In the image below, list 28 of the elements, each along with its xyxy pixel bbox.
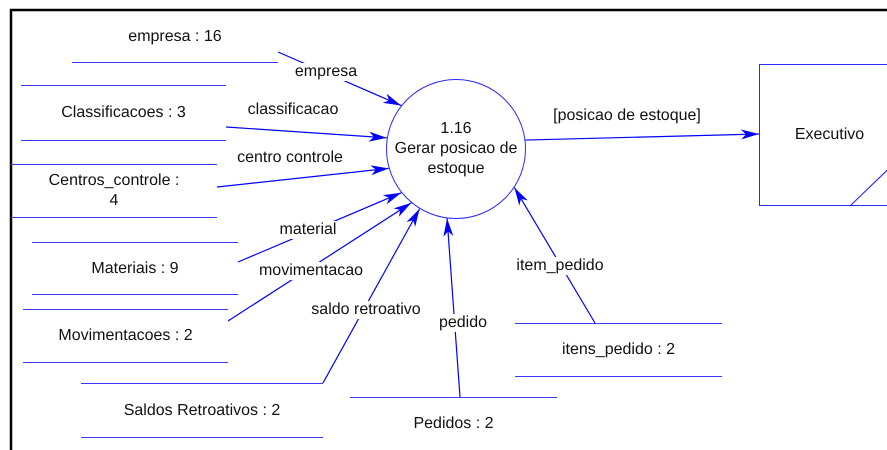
data-store	[21, 85, 226, 141]
edge-label: [posicao de estoque]	[551, 107, 703, 125]
arrow	[322, 208, 420, 384]
data-store	[81, 383, 323, 438]
node-label: Executivo	[794, 125, 866, 145]
edge-label: material	[278, 221, 338, 239]
data-store	[32, 242, 238, 295]
edge-label: item_pedido	[514, 257, 606, 275]
node-label: Classificacoes : 3	[60, 103, 187, 123]
node-label: 1.16	[439, 119, 473, 139]
node-label: Movimentacoes : 2	[57, 326, 194, 346]
data-store	[515, 323, 722, 377]
data-store	[11, 164, 217, 218]
node-label: empresa : 16	[127, 27, 223, 47]
node-label: Gerar posicao de estoque	[394, 139, 518, 179]
node-label: Centros_controle : 4	[48, 171, 180, 211]
arrow	[443, 218, 461, 398]
external-entity-box	[759, 64, 887, 206]
arrow	[525, 129, 760, 141]
edge-label: saldo retroativo	[309, 301, 423, 319]
node-label: itens_pedido : 2	[561, 340, 676, 360]
arrow	[226, 126, 387, 142]
node-label: Materiais : 9	[90, 258, 180, 278]
node-label: Saldos Retroativos : 2	[122, 400, 282, 420]
edge-label: empresa	[292, 63, 360, 81]
arrow	[216, 165, 389, 188]
data-store	[23, 309, 228, 363]
node-label: Pedidos : 2	[412, 414, 495, 434]
